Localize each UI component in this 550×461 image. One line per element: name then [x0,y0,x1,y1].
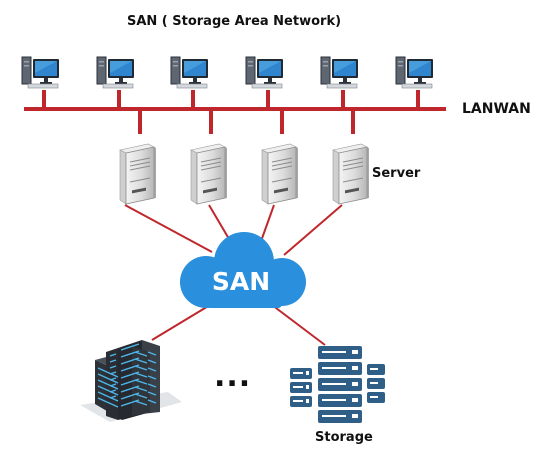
ellipsis-label: ... [214,359,252,394]
diagram-title: SAN ( Storage Area Network) [126,14,342,29]
desktop-computer-icon [245,56,284,89]
storage-label: Storage [315,430,373,445]
cloud-icon [180,232,306,308]
lanwan-label: LANWAN [462,101,531,117]
server-rack-icon [80,340,182,422]
desktop-computer-icon [96,56,135,89]
san-links [124,204,343,346]
tower-server-icon [261,143,299,205]
server-label: Server [372,166,421,181]
san-cloud-label: SAN [212,267,270,296]
tower-server-icon [190,143,228,205]
tower-server-icon [332,143,370,205]
desktop-computer-icon [21,56,60,89]
desktop-computer-icon [170,56,209,89]
desktop-computer-icon [395,56,434,89]
lanwan-bus [24,90,446,134]
tower-server-icon [119,143,157,205]
desktop-computer-icon [320,56,359,89]
storage-array-icon [290,346,385,423]
